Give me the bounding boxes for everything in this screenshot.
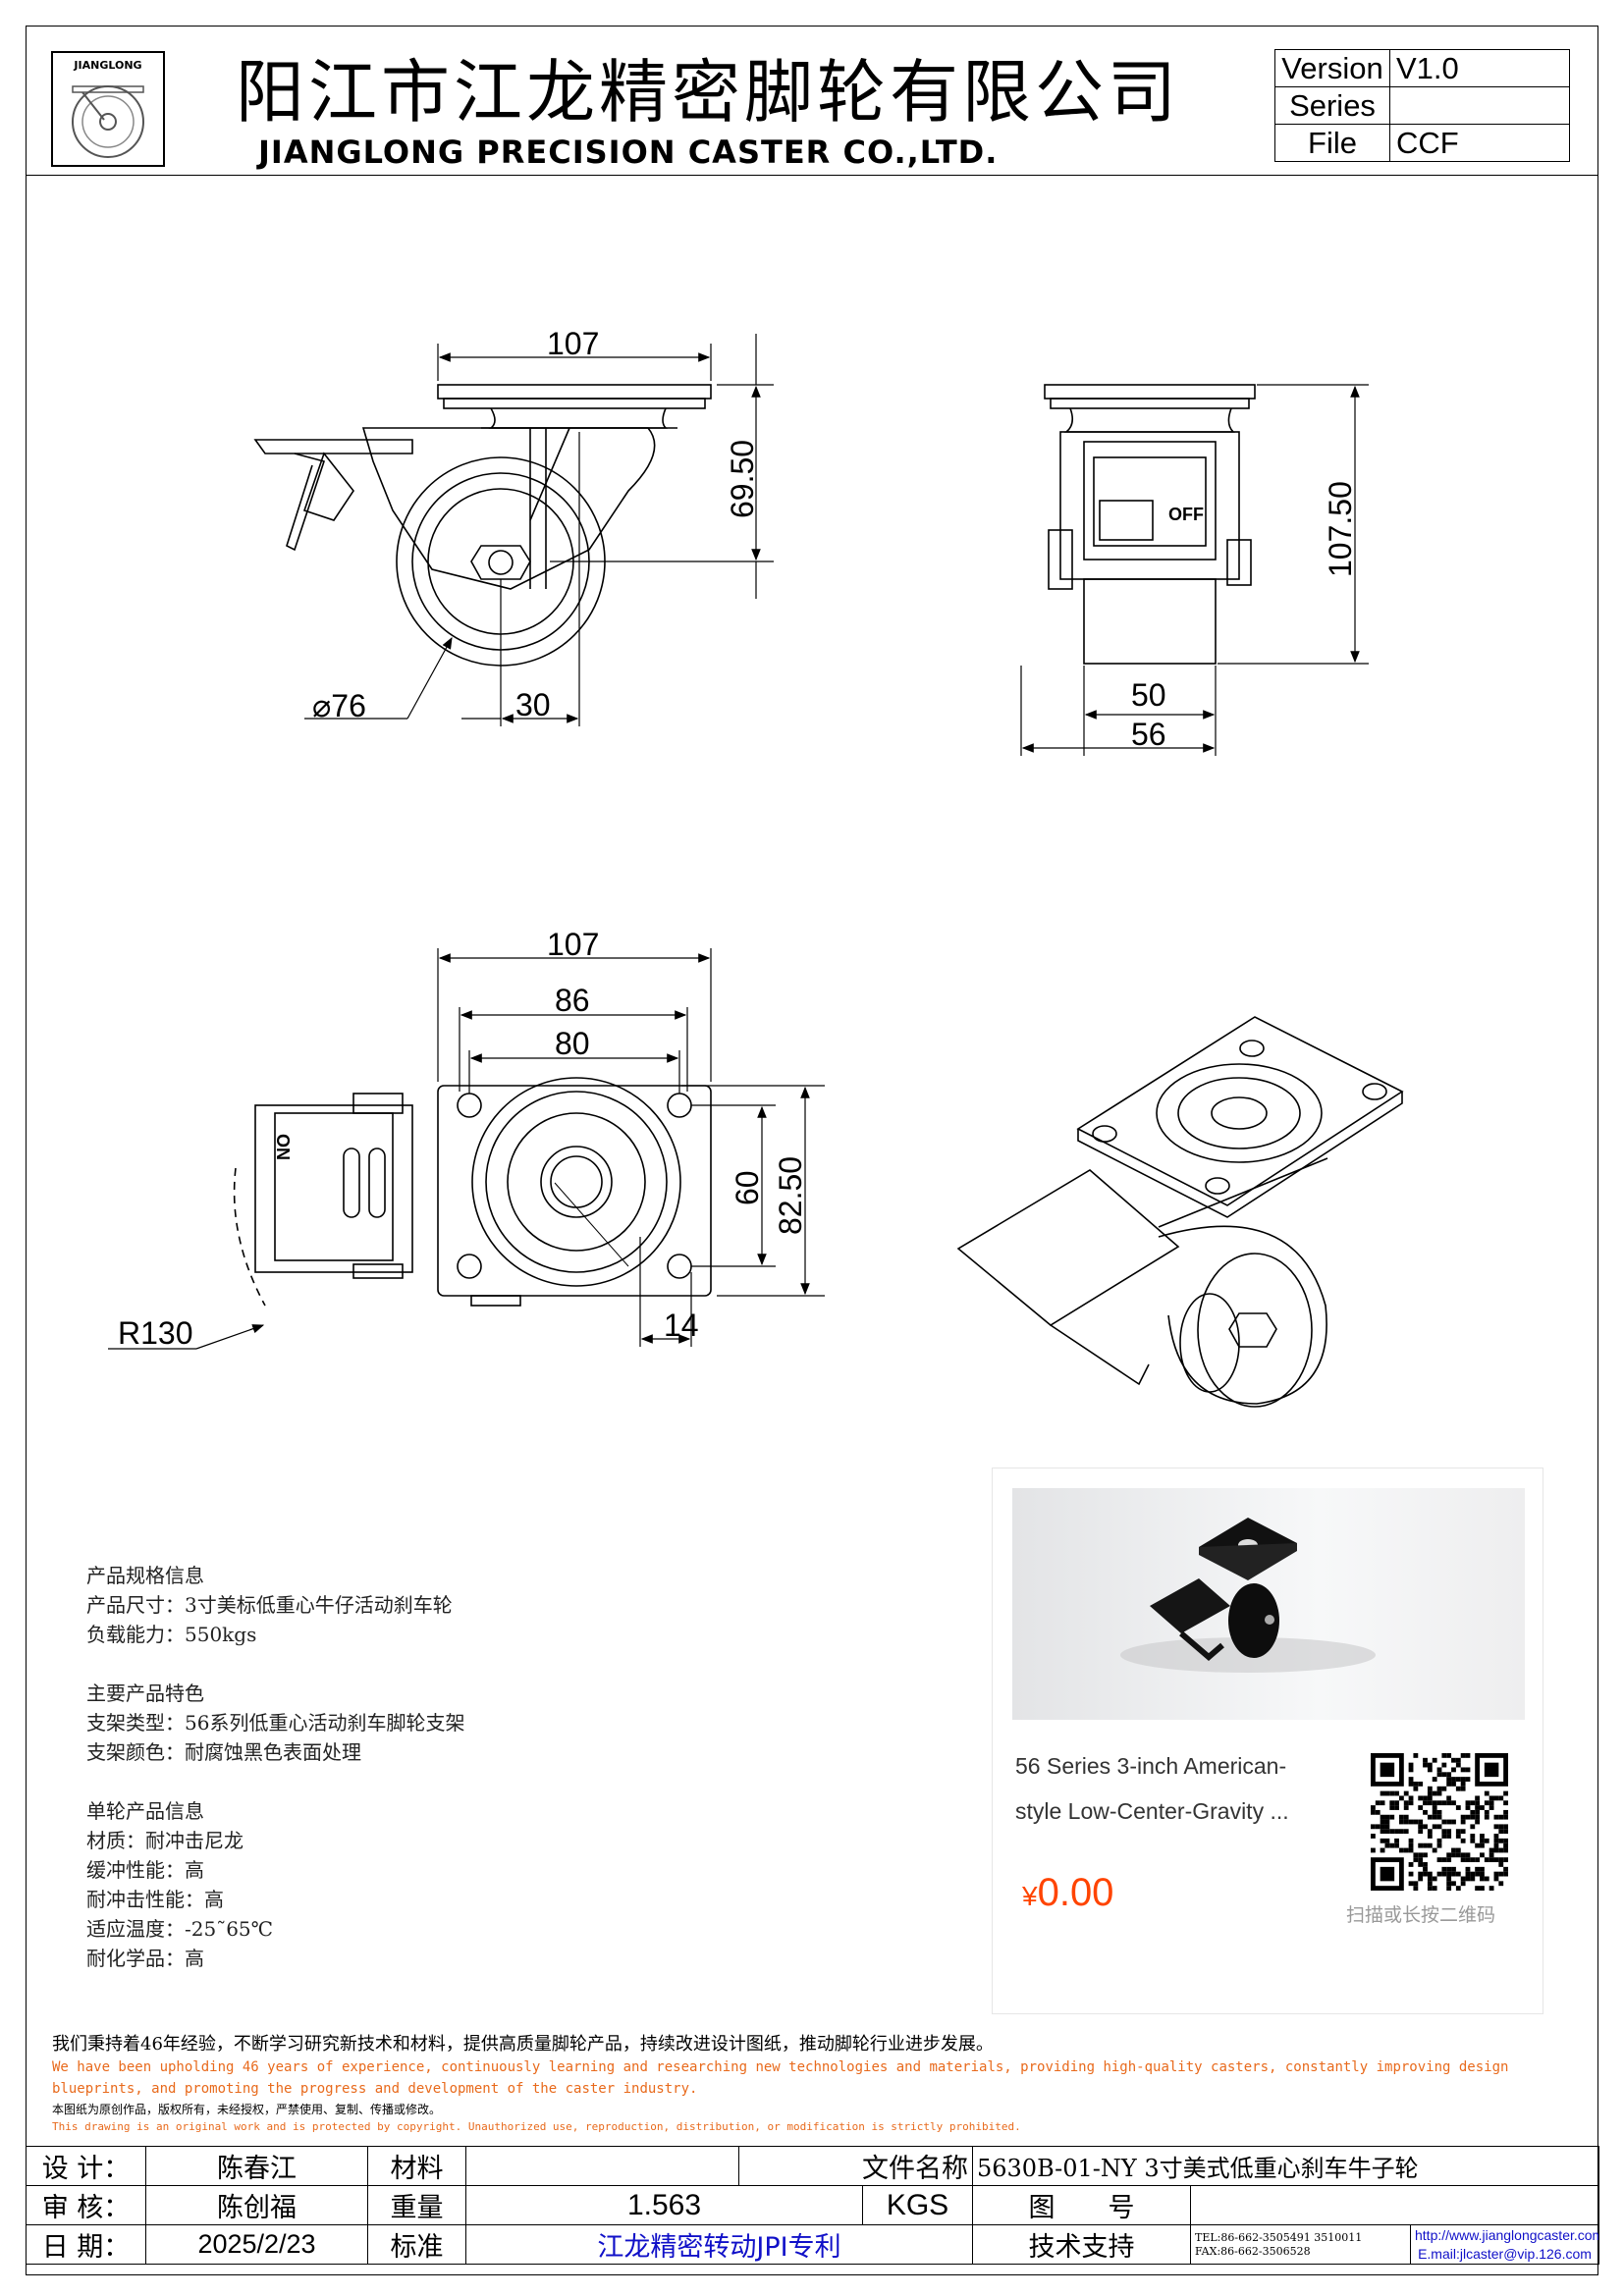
material-value — [465, 2146, 739, 2186]
dim-front-width-50: 50 — [1131, 677, 1166, 713]
dim-wheel-diameter: ⌀76 — [312, 688, 366, 723]
product-title[interactable]: 56 Series 3-inch American-style Low-Cent… — [1015, 1753, 1289, 1824]
dim-hole-60: 60 — [730, 1170, 765, 1205]
product-photo[interactable] — [1012, 1488, 1525, 1720]
spec-spacer — [86, 1649, 464, 1679]
review-value: 陈创福 — [145, 2185, 368, 2225]
email-link[interactable]: E.mail:jlcaster@vip.126.com — [1418, 2245, 1592, 2262]
dim-side-width: 107 — [547, 326, 600, 361]
design-value: 陈春江 — [145, 2146, 368, 2186]
spec-line: 单轮产品信息 — [86, 1799, 204, 1823]
design-label: 设 计： — [26, 2146, 146, 2186]
caster-logo-icon — [72, 85, 144, 158]
dim-side-height: 69.50 — [725, 439, 760, 518]
contact-phones: TEL:86-662-3505491 3510011 FAX:86-662-35… — [1190, 2224, 1411, 2265]
spec-line: 耐冲击性能：高 — [86, 1888, 224, 1911]
spec-line: 缓冲性能：高 — [86, 1858, 204, 1882]
header-divider — [26, 175, 1598, 176]
dim-slot-14: 14 — [664, 1308, 699, 1343]
spec-spacer — [86, 1767, 464, 1796]
fax-number: FAX:86-662-3506528 — [1195, 2244, 1311, 2258]
front-view — [1044, 384, 1256, 665]
drawing-frame — [26, 26, 1598, 2275]
dim-front-width-56: 56 — [1131, 717, 1166, 752]
date-label: 日 期： — [26, 2224, 146, 2265]
company-name-en: JIANGLONG PRECISION CASTER CO.,LTD. — [258, 133, 999, 171]
title-row-2: 审 核： 陈创福 重量 1.563 KGS 图 号 — [26, 2185, 1599, 2225]
dim-radius: R130 — [118, 1315, 193, 1351]
spec-line: 适应温度：-25˜65℃ — [86, 1917, 274, 1941]
figno-label: 图 号 — [972, 2185, 1191, 2225]
caster-photo-icon — [1120, 1518, 1376, 1673]
weight-value: 1.563 — [465, 2185, 863, 2225]
copyright-cn: 本图纸为原创作品，版权所有，未经授权，严禁使用、复制、传播或修改。 — [52, 2103, 442, 2116]
series-row: Series — [1274, 86, 1570, 125]
qr-hint: 扫描或长按二维码 — [1346, 1904, 1496, 1926]
date-value: 2025/2/23 — [145, 2224, 368, 2265]
statement-en: We have been upholding 46 years of exper… — [52, 2059, 1509, 2097]
tel-number: TEL:86-662-3505491 3510011 — [1195, 2230, 1363, 2244]
product-price: ¥0.00 — [1022, 1871, 1113, 1915]
spec-line: 产品规格信息 — [86, 1564, 204, 1587]
spec-list: 产品规格信息 产品尺寸：3寸美标低重心牛仔活动刹车轮 负载能力：550kgs 主… — [86, 1561, 464, 1973]
title-block: 设 计： 陈春江 材料 文件名称 5630B-01-NY 3寸美式低重心刹车牛子… — [26, 2146, 1599, 2265]
dim-offset: 30 — [515, 687, 551, 722]
dim-plate-82-50: 82.50 — [773, 1155, 808, 1235]
price-value: 0.00 — [1037, 1871, 1114, 1914]
spec-line: 支架颜色：耐腐蚀黑色表面处理 — [86, 1740, 361, 1764]
dim-top-width: 107 — [547, 927, 600, 962]
product-card[interactable]: 56 Series 3-inch American-style Low-Cent… — [992, 1468, 1543, 2014]
file-value: CCF — [1389, 124, 1570, 162]
version-row: Version V1.0 — [1274, 49, 1570, 87]
currency-symbol: ¥ — [1022, 1881, 1038, 1911]
file-row: File CCF — [1274, 124, 1570, 162]
dim-hole-80: 80 — [555, 1026, 590, 1061]
filename-label: 文件名称 — [738, 2146, 973, 2186]
top-view — [233, 1077, 712, 1307]
support-label: 技术支持 — [972, 2224, 1191, 2265]
review-label: 审 核： — [26, 2185, 146, 2225]
filename-value: 5630B-01-NY 3寸美式低重心刹车牛子轮 — [972, 2146, 1599, 2186]
spec-line: 耐化学品：高 — [86, 1947, 204, 1970]
contact-web: http://www.jianglongcaster.com E.mail:jl… — [1410, 2224, 1599, 2265]
figno-value — [1190, 2185, 1599, 2225]
logo-text: JIANGLONG — [74, 59, 142, 72]
dim-hole-86: 86 — [555, 983, 590, 1018]
spec-line: 材质：耐冲击尼龙 — [86, 1829, 244, 1852]
spec-line: 产品尺寸：3寸美标低重心牛仔活动刹车轮 — [86, 1593, 453, 1617]
weight-label: 重量 — [367, 2185, 466, 2225]
qr-code-icon[interactable] — [1371, 1753, 1508, 1891]
company-name-cn: 阳江市江龙精密脚轮有限公司 — [236, 52, 1180, 133]
isometric-view — [956, 1016, 1404, 1408]
series-label: Series — [1274, 86, 1390, 125]
statement-cn: 我们秉持着46年经验，不断学习研究新技术和材料，提供高质量脚轮产品，持续改进设计… — [52, 2034, 994, 2055]
weight-unit: KGS — [862, 2185, 973, 2225]
website-link[interactable]: http://www.jianglongcaster.com — [1415, 2226, 1599, 2243]
standard-label: 标准 — [367, 2224, 466, 2265]
version-table: Version V1.0 Series File CCF — [1274, 49, 1570, 162]
spec-line: 支架类型：56系列低重心活动刹车脚轮支架 — [86, 1711, 465, 1735]
spec-line: 负载能力：550kgs — [86, 1623, 257, 1646]
off-label: OFF — [1168, 505, 1204, 524]
spec-line: 主要产品特色 — [86, 1682, 204, 1705]
company-logo: JIANGLONG — [51, 51, 165, 167]
title-row-3: 日 期： 2025/2/23 标准 江龙精密转动JPI专利 技术支持 TEL:8… — [26, 2224, 1599, 2265]
dim-front-height: 107.50 — [1323, 481, 1358, 577]
technical-drawing — [108, 334, 1404, 1408]
copyright-en: This drawing is an original work and is … — [52, 2120, 1021, 2133]
title-row-1: 设 计： 陈春江 材料 文件名称 5630B-01-NY 3寸美式低重心刹车牛子… — [26, 2146, 1599, 2186]
on-label: ON — [273, 1134, 293, 1160]
file-label: File — [1274, 124, 1390, 162]
side-view — [253, 384, 712, 667]
material-label: 材料 — [367, 2146, 466, 2186]
version-value: V1.0 — [1389, 49, 1570, 87]
standard-value: 江龙精密转动JPI专利 — [465, 2224, 973, 2265]
